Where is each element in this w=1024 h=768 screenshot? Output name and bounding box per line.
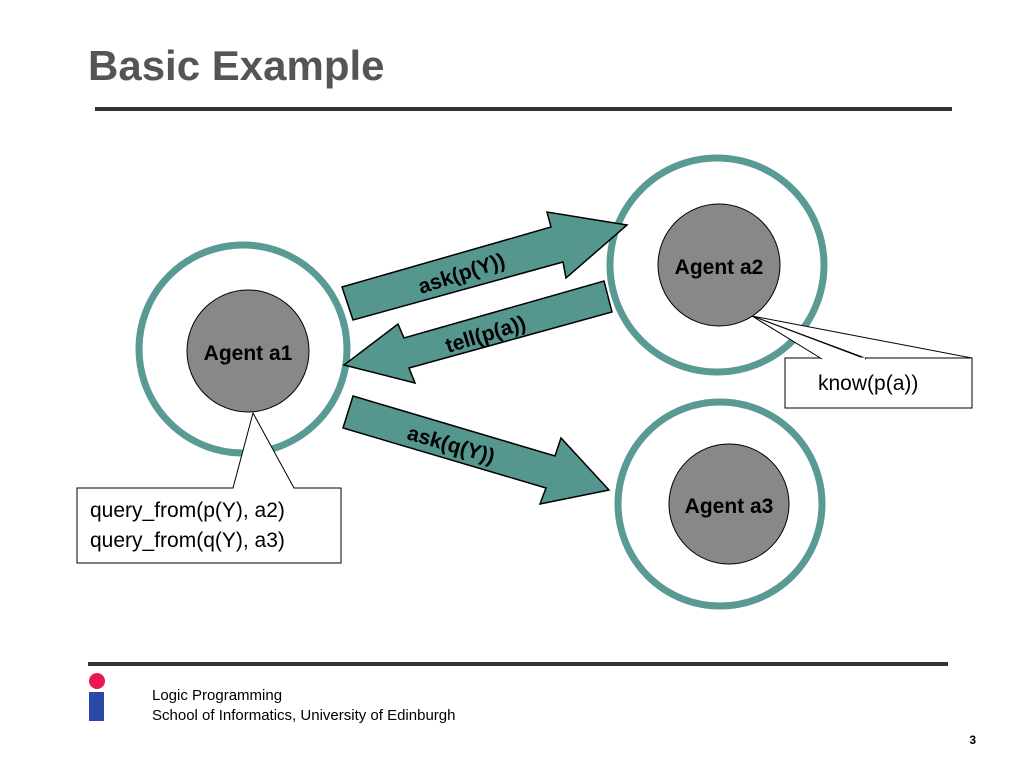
university-logo-icon [89,673,105,721]
ask-q-arrow [342,395,611,506]
agent-a1-callout [76,411,342,564]
footer-course: Logic Programming [152,687,282,704]
agent-a3-node [668,443,790,565]
agent-a2-callout-text: know(p(a)) [818,372,918,395]
agent-a1-callout-line1: query_from(p(Y), a2) [90,499,285,522]
agent-a2-node [657,203,781,327]
agent-a2-label: Agent a2 [675,256,764,279]
agent-a3-label: Agent a3 [685,495,774,518]
agent-a2-callout-box [784,357,973,409]
agent-a1-callout-line2: query_from(q(Y), a3) [90,529,285,552]
ask-p-arrow [341,211,629,321]
agent-a1-node [186,289,310,413]
footer-school: School of Informatics, University of Edi… [152,707,455,724]
tell-p-arrow [342,280,613,385]
agent-a1-label: Agent a1 [204,342,293,365]
page-number: 3 [969,733,976,747]
slide-title: Basic Example [88,42,385,89]
